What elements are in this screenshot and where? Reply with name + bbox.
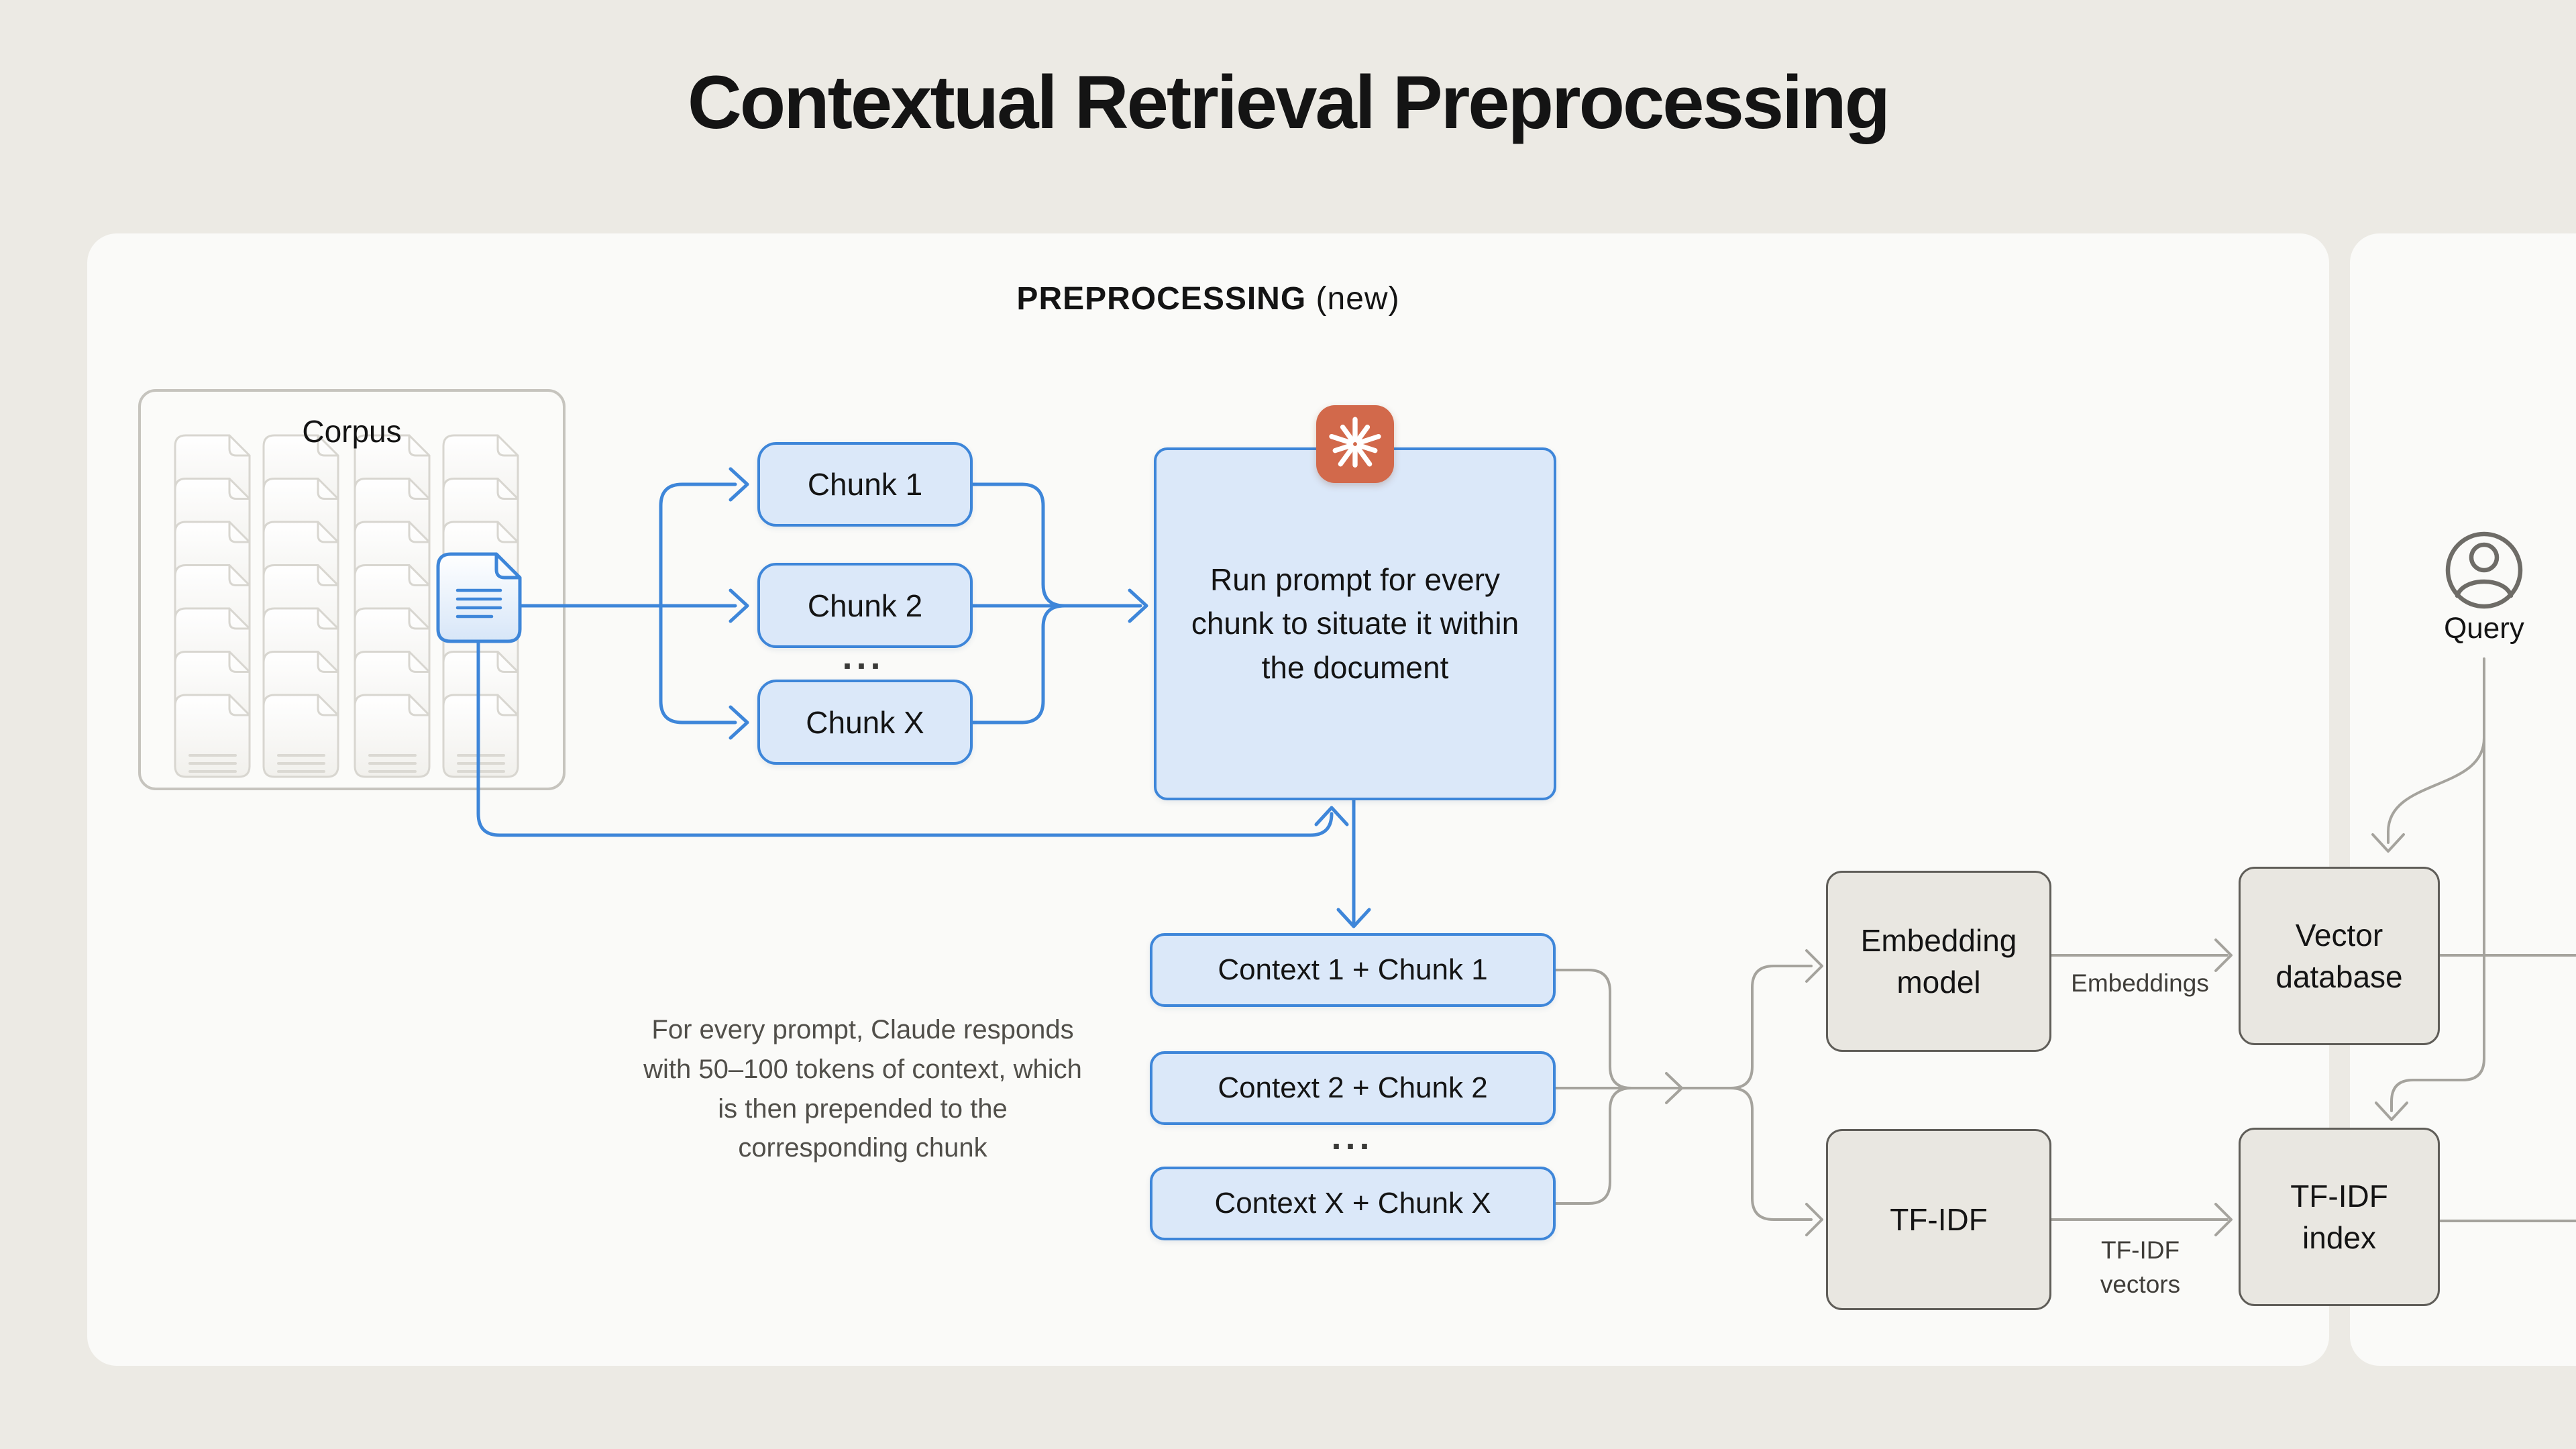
flow-gray [1554, 657, 2576, 1236]
section-label-strong: PREPROCESSING [1016, 281, 1307, 317]
run-prompt-text: Run prompt for every chunk to situate it… [1191, 562, 1519, 685]
tfidf-index-label: TF-IDF index [2290, 1178, 2388, 1255]
context-chunk-2-box: Context 2 + Chunk 2 [1150, 1051, 1556, 1125]
tfidf-index-box: TF-IDF index [2239, 1128, 2440, 1306]
query-label: Query [2444, 612, 2524, 645]
document-stack [174, 434, 519, 778]
chunk-1-box: Chunk 1 [757, 442, 973, 527]
highlight-document-icon [436, 552, 522, 643]
context-chunk-2-label: Context 2 + Chunk 2 [1218, 1071, 1488, 1104]
chunk-x-box: Chunk X [757, 680, 973, 765]
claude-spark-icon [1316, 405, 1394, 483]
corpus-label: Corpus [302, 414, 402, 449]
flow-blue [476, 467, 1371, 928]
arrow-doc-feedback-loop [476, 639, 1334, 837]
caption-text: For every prompt, Claude responds with 5… [643, 1015, 1082, 1163]
embedding-model-label: Embedding model [1860, 922, 2017, 1000]
line-query-to-vectordb [2387, 737, 2485, 844]
tfidf-box: TF-IDF [1826, 1129, 2051, 1310]
page-title: Contextual Retrieval Preprocessing [687, 60, 1890, 144]
user-icon [2445, 531, 2523, 609]
chunk-x-label: Chunk X [806, 704, 924, 740]
starburst-glyph [1329, 417, 1381, 468]
arrow-chunks-to-prompt [971, 482, 1067, 608]
chunks-ellipsis: ... [842, 637, 885, 677]
chunk-1-label: Chunk 1 [807, 467, 923, 502]
chunk-2-box: Chunk 2 [757, 563, 973, 648]
context-chunk-x-box: Context X + Chunk X [1150, 1167, 1556, 1240]
embeddings-flow-label: Embeddings [2071, 969, 2209, 997]
line-query-down [2390, 657, 2485, 1112]
embedding-model-box: Embedding model [1826, 871, 2051, 1052]
context-chunk-1-label: Context 1 + Chunk 1 [1218, 953, 1488, 986]
vector-database-box: Vector database [2239, 867, 2440, 1045]
vector-database-label: Vector database [2275, 917, 2403, 994]
run-prompt-box: Run prompt for every chunk to situate it… [1154, 447, 1556, 800]
section-label: PREPROCESSING (new) [873, 280, 1544, 317]
context-chunk-1-box: Context 1 + Chunk 1 [1150, 933, 1556, 1007]
tfidf-label: TF-IDF [1890, 1201, 1988, 1237]
section-label-paren: (new) [1316, 281, 1400, 317]
context-chunk-x-label: Context X + Chunk X [1214, 1187, 1491, 1220]
tfidf-vectors-flow-label: TF-IDF vectors [2100, 1236, 2181, 1299]
chunk-2-label: Chunk 2 [807, 588, 923, 623]
context-chunks-ellipsis: ... [1331, 1117, 1374, 1157]
